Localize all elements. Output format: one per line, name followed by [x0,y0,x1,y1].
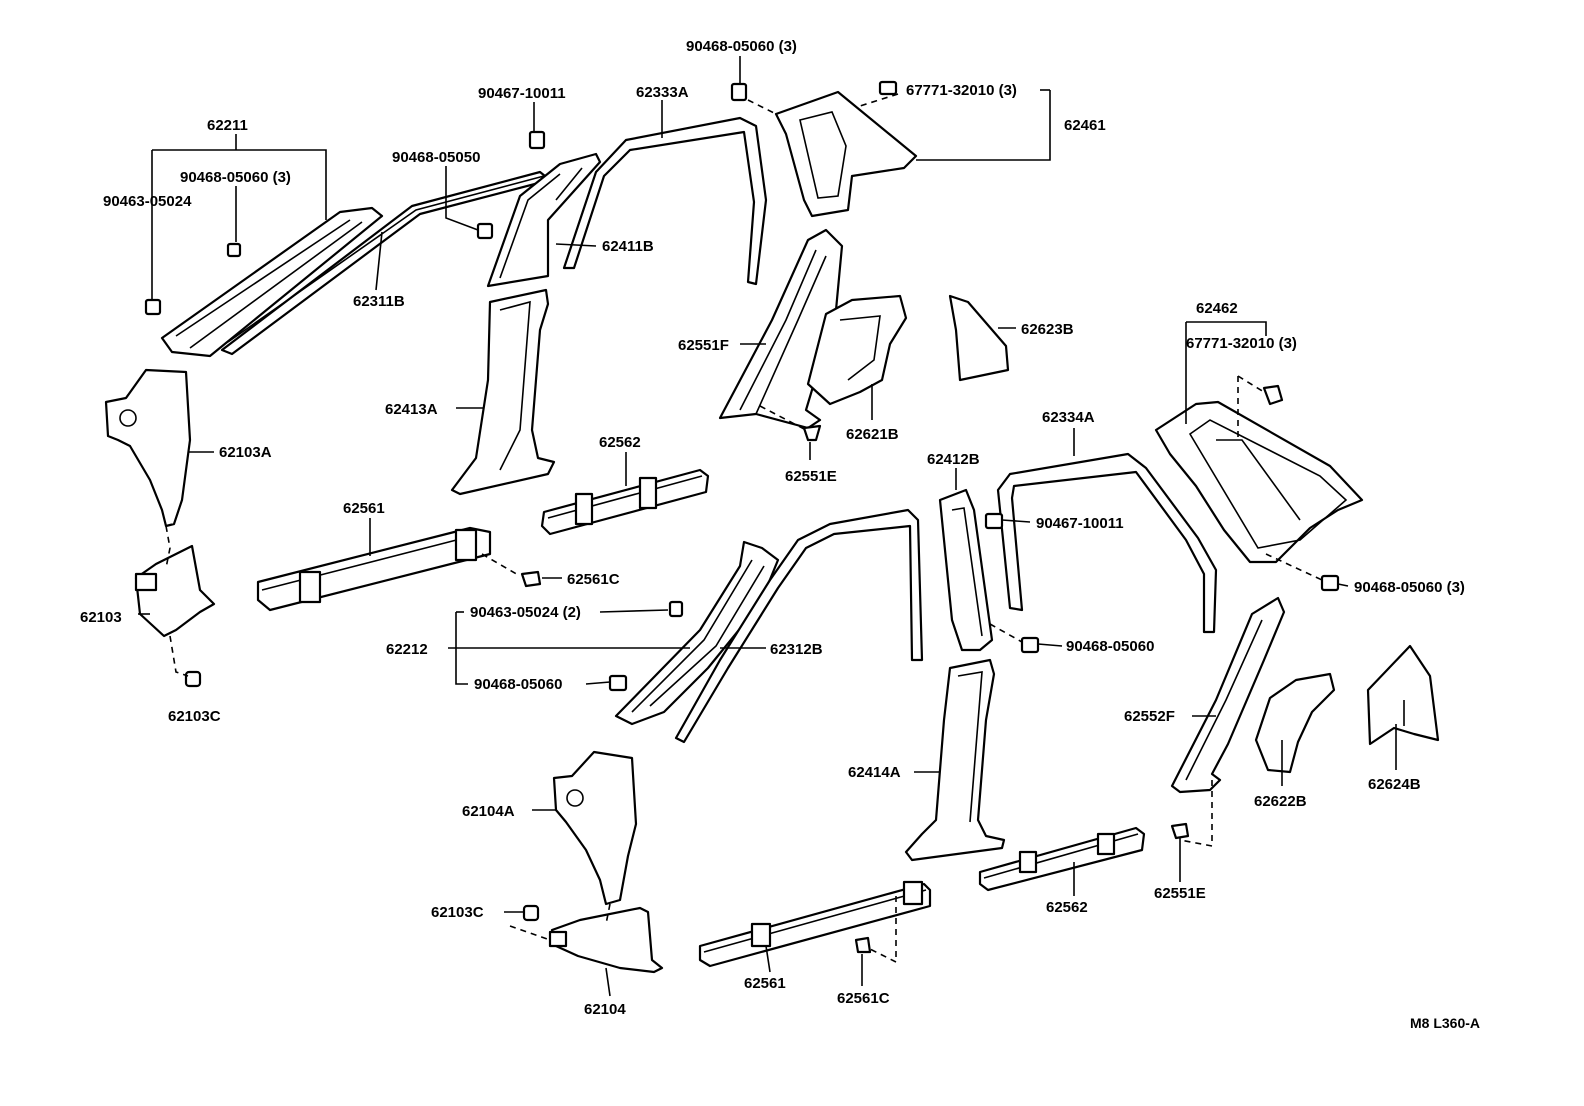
part-62624B-trim [1366,644,1440,746]
label-90463-05024-2: 90463-05024 (2) [470,604,581,621]
part-62561-scuff-plate [256,526,492,612]
label-62104A: 62104A [462,803,515,820]
clip-90463-05024-2-icon [668,600,684,618]
part-62211-front-pillar-garnish [160,206,384,358]
label-62211: 62211 [207,117,248,134]
part-62414A-center-pillar [904,658,1006,862]
label-90468-05060-c: 90468-05060 [474,676,562,693]
part-62312B-weatherstrip [674,508,924,744]
label-62412B: 62412B [927,451,980,468]
part-62104-cowl-lower [548,906,664,974]
label-62624B: 62624B [1368,776,1421,793]
clip-62103C-upper-icon [184,670,202,688]
part-62413A-center-pillar-lower [450,288,556,496]
diagram-code: M8 L360-A [1410,1015,1480,1031]
label-62562-a: 62562 [599,434,641,451]
screw-67771-32010-right-icon [1262,384,1284,406]
clip-90467-10011-icon [528,130,546,150]
label-62312B: 62312B [770,641,823,658]
label-62333A: 62333A [636,84,689,101]
part-labels: 62211 90468-05060 (3) 90463-05024 62311B… [80,38,1480,1031]
part-62623B-trim [948,294,1010,382]
label-90468-05060-3-b: 90468-05060 (3) [686,38,797,55]
part-62104A-cowl-trim [552,750,638,906]
label-62311B: 62311B [353,293,405,310]
clip-90468-05060-mid-icon [1020,636,1040,654]
label-90463-05024: 90463-05024 [103,193,192,210]
label-62551F: 62551F [678,337,729,354]
label-62212: 62212 [386,641,428,658]
label-62413A: 62413A [385,401,438,418]
label-62561C-a: 62561C [567,571,620,588]
part-62621B-wheelhouse-cover [806,294,908,406]
label-62103C-b: 62103C [431,904,484,921]
label-62334A: 62334A [1042,409,1095,426]
label-62552F: 62552F [1124,708,1175,725]
label-90468-05060-b: 90468-05060 [1066,638,1154,655]
label-62461: 62461 [1064,117,1106,134]
label-62623B: 62623B [1021,321,1074,338]
label-62103: 62103 [80,609,122,626]
label-67771-32010-3-a: 67771-32010 (3) [906,82,1017,99]
clip-62551E-lower-icon [1170,822,1190,840]
label-62551E-b: 62551E [1154,885,1206,902]
part-62461-quarter-upper-trim [774,90,918,218]
clip-90467-10011-right-icon [984,512,1004,530]
clip-62103C-lower-icon [522,904,540,922]
label-62411B: 62411B [602,238,654,255]
label-62103C-a: 62103C [168,708,221,725]
assembly-dashed-lines [165,93,1323,964]
label-62622B: 62622B [1254,793,1307,810]
label-90468-05060-3-a: 90468-05060 (3) [180,169,291,186]
screw-67771-32010-icon [878,80,898,96]
clip-90463-05024-icon [144,298,162,316]
clip-90468-05060-center-icon [608,674,628,692]
label-62414A: 62414A [848,764,901,781]
part-62462-rear-upper-trim [1154,400,1364,564]
part-62552F-quarter-pillar [1170,596,1286,794]
part-62334A-opening-weatherstrip [996,452,1218,634]
label-62104: 62104 [584,1001,626,1018]
clip-62561C-upper-icon [520,570,542,588]
clip-90468-05060-icon [226,242,242,258]
label-90467-10011-a: 90467-10011 [478,85,566,102]
label-62103A: 62103A [219,444,272,461]
label-62462: 62462 [1196,300,1238,317]
part-62411B-upper-garnish [486,152,602,288]
clip-90468-05050-icon [476,222,494,240]
label-62561-b: 62561 [744,975,786,992]
part-62333A-opening-weatherstrip [562,116,768,286]
part-62212-pillar-garnish [614,540,780,726]
label-62561C-b: 62561C [837,990,890,1007]
part-62412B-pillar-upper [938,488,994,652]
label-90467-10011-b: 90467-10011 [1036,515,1124,532]
label-90468-05060-3-c: 90468-05060 (3) [1354,579,1465,596]
label-62621B: 62621B [846,426,899,443]
clip-62561C-lower-icon [854,936,872,954]
part-62561-lower-scuff-plate [698,880,932,968]
label-62561-a: 62561 [343,500,385,517]
part-62103-cowl-lower [134,544,216,638]
label-62551E-a: 62551E [785,468,837,485]
part-62622B-wheelhouse-cover [1254,672,1336,774]
clip-62551E-upper-icon [802,424,822,442]
clip-90468-05060-top-icon [730,82,748,102]
clip-90468-05060-right-icon [1320,574,1340,592]
label-62562-b: 62562 [1046,899,1088,916]
leader-lines [138,56,1397,997]
label-90468-05050: 90468-05050 [392,149,480,166]
part-62562-lower-scuff-plate [978,826,1146,892]
part-62103A-cowl-trim [104,368,192,528]
label-67771-32010-3-b: 67771-32010 (3) [1186,335,1297,352]
part-62562-scuff-plate [540,468,710,536]
